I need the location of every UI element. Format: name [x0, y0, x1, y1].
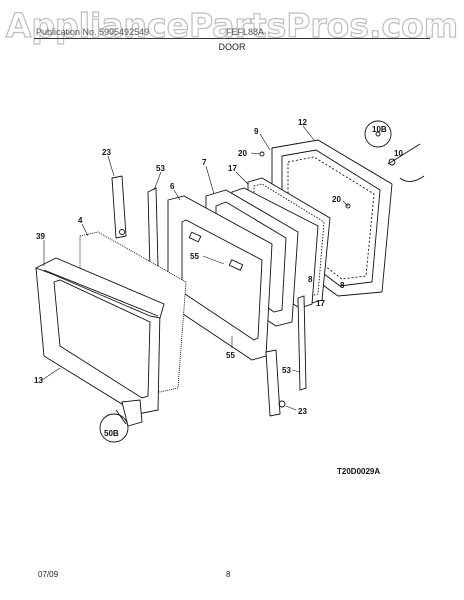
label-55a: 55: [190, 252, 199, 261]
section-title: DOOR: [218, 42, 246, 52]
label-17b: 17: [316, 299, 325, 308]
label-8a: 8: [308, 275, 313, 284]
label-23a: 23: [102, 148, 111, 157]
label-50b: 50B: [104, 429, 119, 438]
label-12: 12: [298, 118, 307, 127]
label-6: 6: [170, 182, 175, 191]
label-20a: 20: [238, 149, 247, 158]
hinge-part-23: [111, 175, 286, 417]
screw-callout-part-50b: [99, 399, 143, 443]
label-53a: 53: [156, 164, 165, 173]
hinge-pin-part-10: [387, 143, 425, 182]
leader-lines: [41, 125, 349, 411]
label-55b: 55: [226, 351, 235, 360]
label-10: 10: [394, 149, 403, 158]
label-13: 13: [34, 376, 43, 385]
outer-door-part-13: [34, 257, 165, 415]
label-23b: 23: [298, 407, 307, 416]
label-17a: 17: [228, 164, 237, 173]
washer-part-10b-circle: [364, 120, 392, 148]
label-4: 4: [78, 216, 83, 225]
diagram-code: T20D0029A: [337, 467, 381, 476]
publication-number: Publication No. 5995492549: [36, 27, 150, 37]
header-divider: [34, 38, 430, 39]
label-7: 7: [202, 158, 207, 167]
screw-part-20a: [259, 151, 265, 157]
label-53b: 53: [282, 366, 291, 375]
label-39: 39: [36, 232, 45, 241]
side-trim-part-53: [147, 187, 307, 391]
label-9: 9: [254, 127, 259, 136]
label-8b: 8: [340, 281, 345, 290]
label-20b: 20: [332, 195, 341, 204]
footer-date: 07/09: [38, 570, 59, 579]
model-number: FEFL88A: [226, 27, 265, 37]
label-10b: 10B: [372, 125, 387, 134]
screw-part-20b: [345, 203, 351, 209]
footer-page-number: 8: [226, 570, 231, 579]
